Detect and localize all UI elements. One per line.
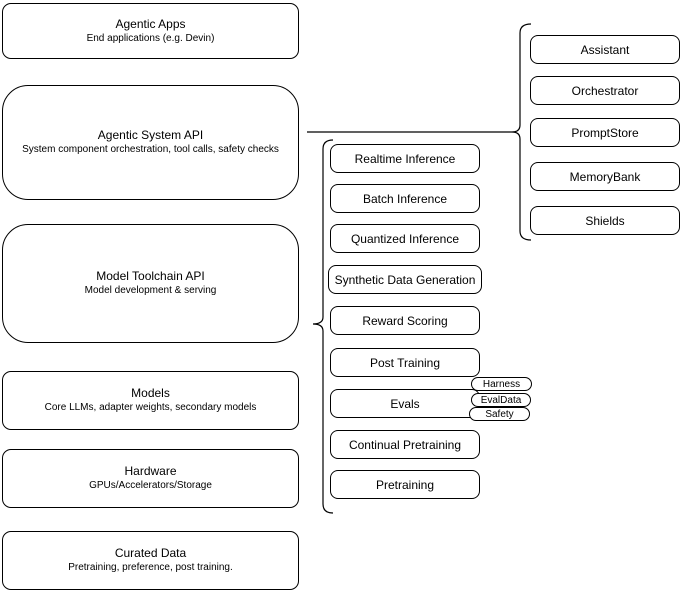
node-model-toolchain-api: Model Toolchain API Model development & … bbox=[2, 224, 299, 343]
tag-evaldata: EvalData bbox=[471, 393, 531, 407]
node-label: Batch Inference bbox=[362, 191, 448, 206]
node-label: PromptStore bbox=[571, 125, 639, 140]
node-label: Pretraining bbox=[375, 477, 435, 492]
node-label: Quantized Inference bbox=[350, 231, 460, 246]
node-subtitle: GPUs/Accelerators/Storage bbox=[89, 480, 212, 491]
node-subtitle: Pretraining, preference, post training. bbox=[68, 562, 233, 573]
node-assistant: Assistant bbox=[530, 35, 680, 64]
node-label: Evals bbox=[390, 396, 420, 411]
node-realtime-inference: Realtime Inference bbox=[330, 144, 480, 173]
node-subtitle: End applications (e.g. Devin) bbox=[86, 32, 215, 44]
node-label: Shields bbox=[585, 213, 625, 228]
node-curated-data: Curated Data Pretraining, preference, po… bbox=[2, 531, 299, 590]
tag-label: Safety bbox=[485, 408, 514, 420]
node-title: Curated Data bbox=[114, 546, 187, 560]
node-continual-pretraining: Continual Pretraining bbox=[330, 430, 480, 459]
node-batch-inference: Batch Inference bbox=[330, 184, 480, 213]
node-reward-scoring: Reward Scoring bbox=[330, 306, 480, 335]
node-subtitle: System component orchestration, tool cal… bbox=[22, 144, 279, 155]
node-subtitle: Core LLMs, adapter weights, secondary mo… bbox=[44, 402, 257, 413]
node-evals: Evals bbox=[330, 389, 480, 418]
node-promptstore: PromptStore bbox=[530, 118, 680, 147]
tag-label: Harness bbox=[482, 378, 521, 390]
node-pretraining: Pretraining bbox=[330, 470, 480, 499]
tag-label: EvalData bbox=[480, 394, 522, 406]
node-title: Hardware bbox=[124, 464, 177, 478]
node-models: Models Core LLMs, adapter weights, secon… bbox=[2, 371, 299, 430]
node-orchestrator: Orchestrator bbox=[530, 76, 680, 105]
node-memorybank: MemoryBank bbox=[530, 162, 680, 191]
node-title: Models bbox=[131, 386, 170, 400]
node-label: Realtime Inference bbox=[354, 151, 456, 166]
node-post-training: Post Training bbox=[330, 348, 480, 377]
system-components-brace bbox=[511, 23, 532, 241]
node-label: Synthetic Data Generation bbox=[334, 272, 476, 287]
tag-harness: Harness bbox=[471, 377, 532, 391]
node-synthetic-data-generation: Synthetic Data Generation bbox=[328, 265, 482, 294]
node-shields: Shields bbox=[530, 206, 680, 235]
node-agentic-system-api: Agentic System API System component orch… bbox=[2, 85, 299, 200]
node-title: Model Toolchain API bbox=[96, 269, 205, 283]
node-label: MemoryBank bbox=[569, 169, 641, 184]
node-title: Agentic System API bbox=[97, 128, 204, 142]
node-agentic-apps: Agentic Apps End applications (e.g. Devi… bbox=[2, 3, 299, 59]
node-quantized-inference: Quantized Inference bbox=[330, 224, 480, 253]
node-label: Orchestrator bbox=[571, 83, 639, 98]
node-subtitle: Model development & serving bbox=[84, 285, 217, 296]
node-hardware: Hardware GPUs/Accelerators/Storage bbox=[2, 449, 299, 508]
tag-safety: Safety bbox=[469, 407, 530, 421]
node-label: Post Training bbox=[369, 355, 441, 370]
node-title: Agentic Apps bbox=[115, 16, 186, 31]
node-label: Reward Scoring bbox=[362, 313, 448, 328]
node-label: Assistant bbox=[580, 42, 630, 57]
node-label: Continual Pretraining bbox=[348, 437, 462, 452]
